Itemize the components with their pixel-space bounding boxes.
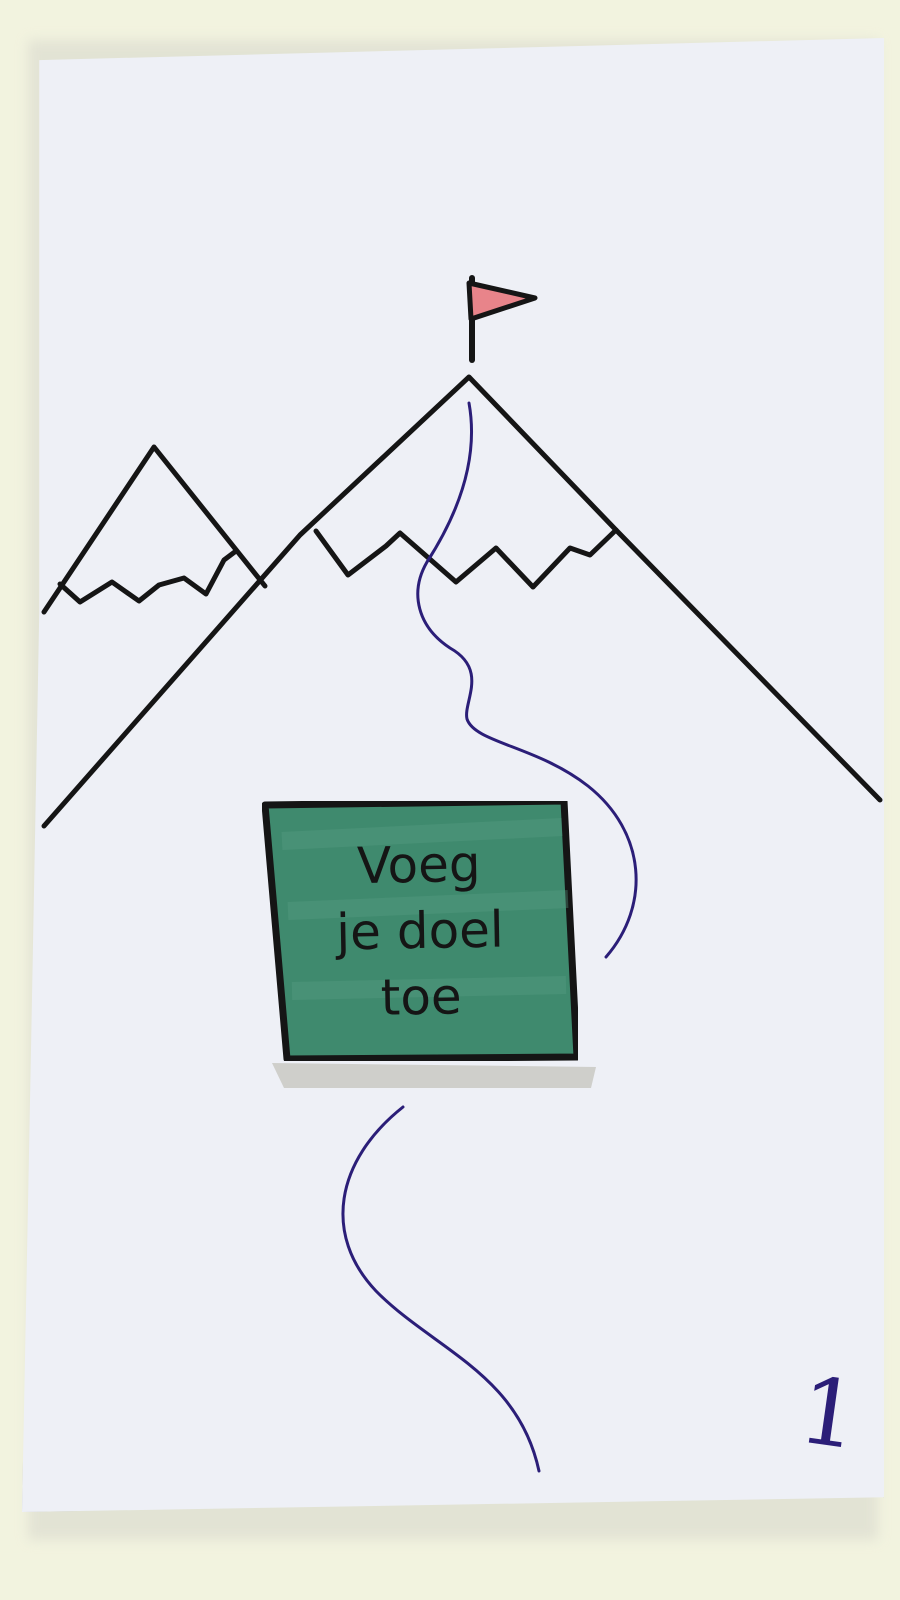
- add-goal-button-label: Voeg je doel toe: [335, 834, 505, 1027]
- big-mountain: [41, 374, 883, 829]
- flag-icon: [466, 275, 538, 363]
- small-mountain-snowline: [57, 548, 239, 605]
- paper-card: [22, 38, 884, 1512]
- goal-button-bg: [262, 801, 578, 1061]
- big-mountain-snowline: [313, 527, 619, 590]
- small-mountain: [41, 444, 268, 615]
- trail-path: [341, 401, 638, 1473]
- add-goal-button[interactable]: Voeg je doel toe: [262, 801, 578, 1061]
- mountains-illustration: [41, 374, 883, 829]
- goal-button-shadow: [272, 1063, 596, 1088]
